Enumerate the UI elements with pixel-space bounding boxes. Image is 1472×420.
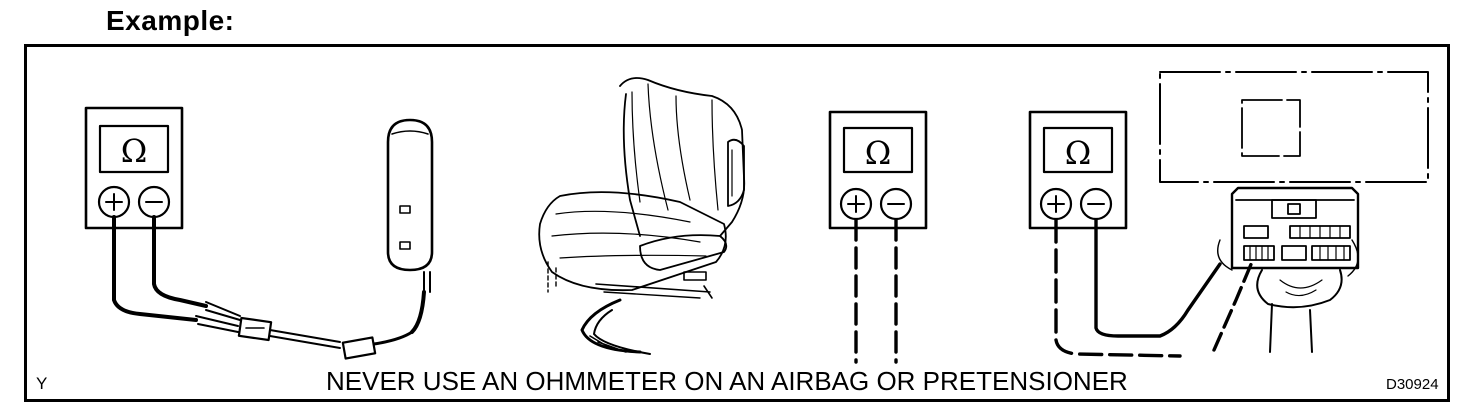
ohm-symbol: Ω <box>121 132 148 170</box>
ohmmeter-icon-3: Ω <box>1028 110 1128 230</box>
airbag-module-icon <box>386 118 434 334</box>
corner-label: Y <box>36 374 48 393</box>
figure-code: D30924 <box>1386 376 1439 393</box>
diagram-frame <box>24 44 1450 402</box>
ohm-symbol: Ω <box>865 134 892 172</box>
connector-icon-1 <box>237 316 341 349</box>
warning-text: NEVER USE AN OHMMETER ON AN AIRBAG OR PR… <box>326 366 1128 396</box>
probe-wires-3 <box>1054 218 1254 358</box>
ecu-icon <box>1159 71 1429 183</box>
ohmmeter-icon-2: Ω <box>828 110 928 230</box>
connector-icon-3 <box>1217 186 1360 353</box>
probe-wires-1 <box>112 215 208 322</box>
heading: Example: <box>106 5 235 36</box>
seat-icon <box>538 77 746 355</box>
ohm-symbol: Ω <box>1065 134 1092 172</box>
probe-tips-1 <box>195 301 241 333</box>
connector-icon-2 <box>341 330 414 360</box>
ohmmeter-icon-1: Ω <box>84 106 184 230</box>
probe-wires-2 <box>854 218 898 364</box>
